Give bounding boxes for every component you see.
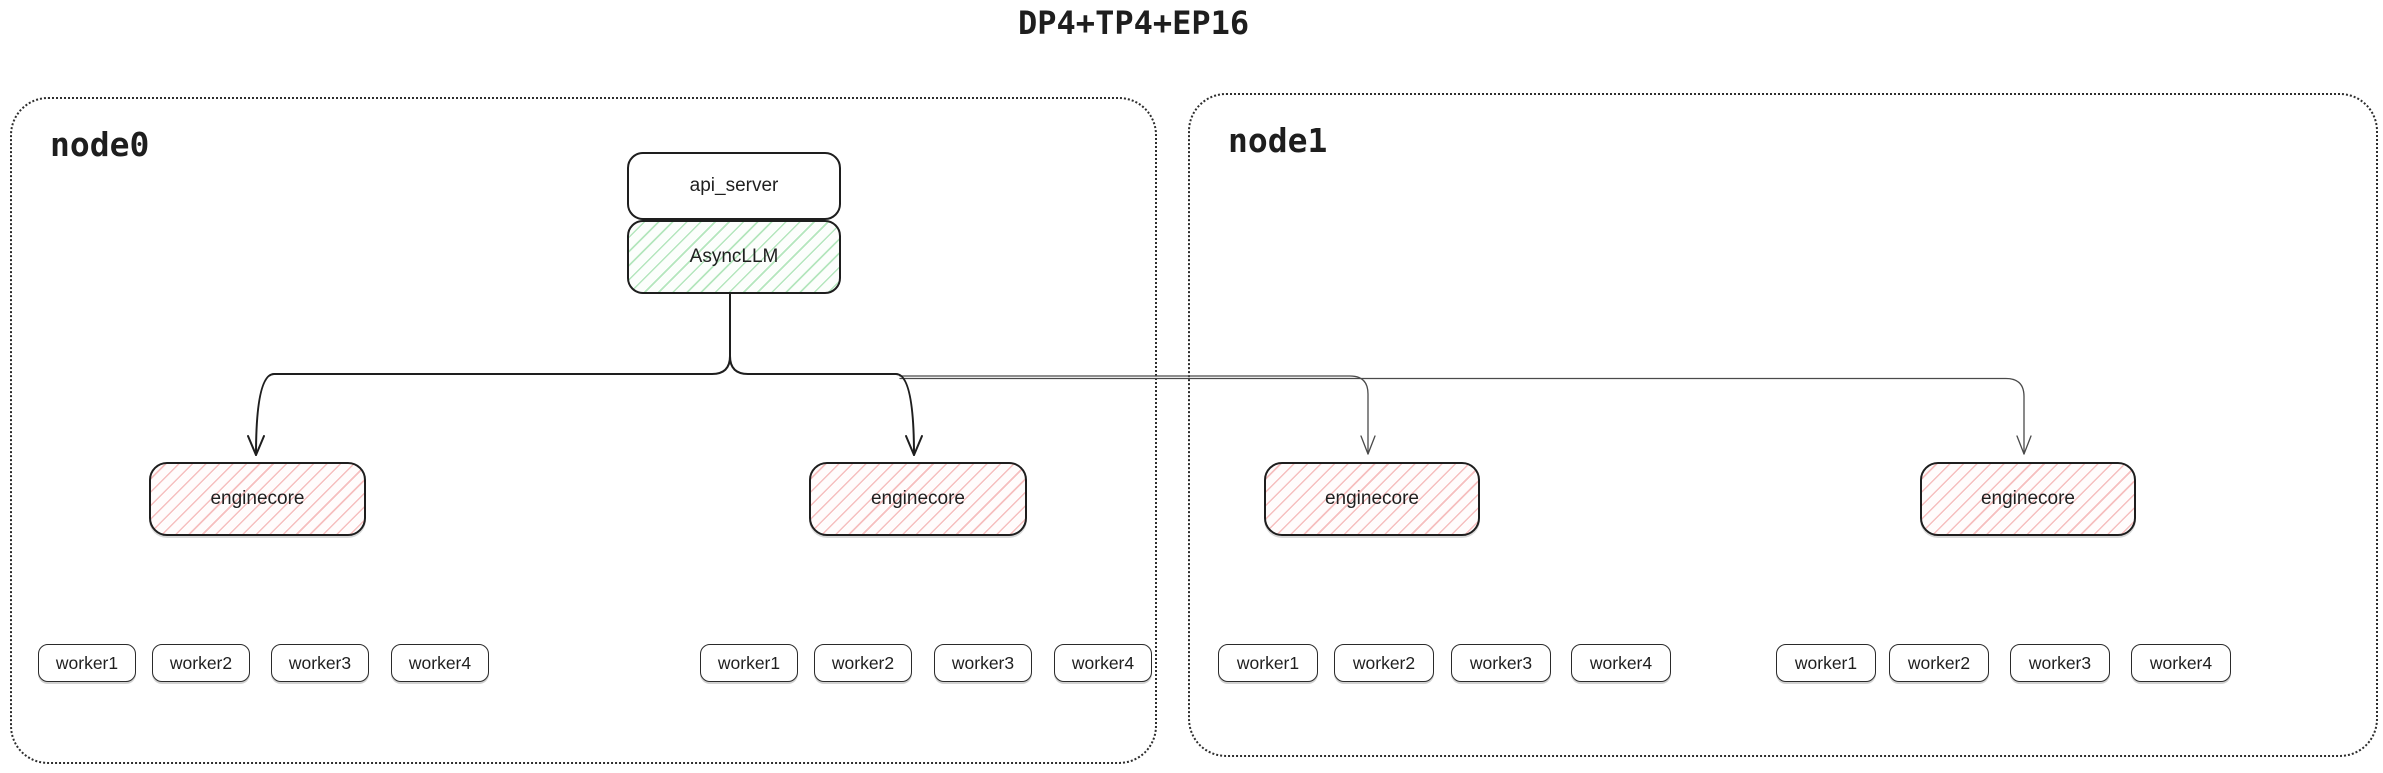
node0-connector-lines xyxy=(247,288,923,456)
enginecore-label: enginecore xyxy=(1324,488,1420,509)
enginecore-box-3: enginecore xyxy=(1264,462,1480,536)
worker-box: worker3 xyxy=(2010,644,2110,682)
worker-box: worker4 xyxy=(1054,644,1152,682)
arrowhead-enginecore2 xyxy=(905,435,923,456)
enginecore-box-1: enginecore xyxy=(149,462,366,536)
enginecore-box-2: enginecore xyxy=(809,462,1027,536)
node1-label: node1 xyxy=(1228,121,1328,160)
arrowhead-enginecore3 xyxy=(1360,435,1376,455)
arrowhead-enginecore1 xyxy=(247,435,265,456)
api-server-label: api_server xyxy=(689,175,779,196)
worker-box: worker3 xyxy=(934,644,1032,682)
worker-box: worker3 xyxy=(1451,644,1551,682)
asyncllm-label: AsyncLLM xyxy=(689,246,779,267)
enginecore-label: enginecore xyxy=(1980,488,2076,509)
enginecore-box-4: enginecore xyxy=(1920,462,2136,536)
diagram-title: DP4+TP4+EP16 xyxy=(1018,4,1250,42)
worker-box: worker1 xyxy=(38,644,136,682)
worker-box: worker2 xyxy=(152,644,250,682)
arrowhead-enginecore4 xyxy=(2016,435,2032,455)
worker-box: worker3 xyxy=(271,644,369,682)
arrow-to-enginecore4 xyxy=(899,377,2025,455)
worker-box: worker2 xyxy=(1889,644,1989,682)
worker-box: worker4 xyxy=(391,644,489,682)
worker-box: worker2 xyxy=(1334,644,1434,682)
worker-box: worker1 xyxy=(1776,644,1876,682)
enginecore-label: enginecore xyxy=(210,488,305,509)
node1-container: node1 enginecore enginecore worker1 work… xyxy=(1188,93,2378,757)
node0-label: node0 xyxy=(50,125,150,164)
node1-connector-lines xyxy=(899,375,2032,455)
worker-box: worker2 xyxy=(814,644,912,682)
worker-box: worker4 xyxy=(2131,644,2231,682)
arrow-to-enginecore3 xyxy=(899,375,1369,455)
worker-box: worker1 xyxy=(700,644,798,682)
node0-container: node0 api_server AsyncLLM enginecore eng… xyxy=(10,97,1157,764)
worker-box: worker1 xyxy=(1218,644,1318,682)
arrow-to-enginecore1 xyxy=(255,288,731,456)
arrow-to-enginecore2 xyxy=(729,355,915,456)
worker-box: worker4 xyxy=(1571,644,1671,682)
api-server-box: api_server xyxy=(627,152,841,220)
enginecore-label: enginecore xyxy=(870,488,966,509)
asyncllm-box: AsyncLLM xyxy=(627,220,841,294)
